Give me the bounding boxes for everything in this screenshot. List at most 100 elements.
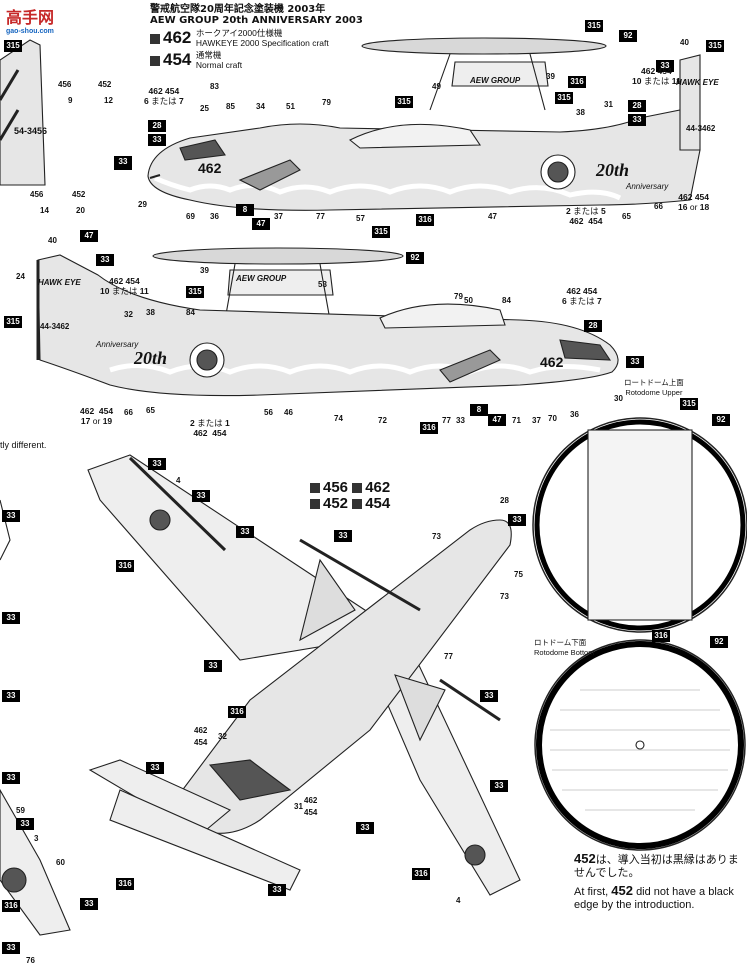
option-462: 462 xyxy=(566,286,581,296)
callout: 25 xyxy=(200,104,209,113)
callout: 4 xyxy=(456,896,461,905)
callout: 77 xyxy=(444,652,453,661)
callout: 77 xyxy=(316,212,325,221)
footnote-en-pre: At first, xyxy=(574,886,609,898)
callout-tag: 316 xyxy=(652,630,670,642)
callout-tag: 315 xyxy=(395,96,413,108)
callout-tag: 33 xyxy=(80,898,98,910)
callout: 462 xyxy=(304,796,318,805)
tail-text: HAWK EYE xyxy=(38,278,81,287)
option-10: 10 xyxy=(632,76,642,86)
callout: 30 xyxy=(614,394,623,403)
dark-square-icon xyxy=(150,56,160,66)
rotodome-text: AEW GROUP xyxy=(236,274,287,283)
option-11: 11 xyxy=(139,286,149,296)
callout-tag: 8 xyxy=(236,204,254,216)
dark-square-icon xyxy=(150,34,160,44)
callout: 36 xyxy=(570,410,579,419)
callout: 29 xyxy=(138,200,147,209)
option-462: 462 xyxy=(193,428,208,438)
footnote-number: 452 xyxy=(611,883,633,898)
cutoff-text: tly different. xyxy=(0,440,47,450)
option-11: 11 xyxy=(671,76,681,86)
tail-serial: 54-3456 xyxy=(14,126,48,136)
callout: 40 xyxy=(48,236,57,245)
callout-tag: 33 xyxy=(626,356,644,368)
rotodome-bottom-title-en: Rotodome Bottom xyxy=(534,648,595,657)
option-10: 10 xyxy=(100,286,110,296)
or-text: or xyxy=(689,202,698,212)
callout-tag: 33 xyxy=(268,884,286,896)
or-text-jp: または xyxy=(111,286,138,296)
callout: 53 xyxy=(318,280,327,289)
title-jp: 警戒航空隊20周年記念塗装機 2003年 xyxy=(150,4,326,15)
dark-square-icon xyxy=(352,499,363,509)
callout: 65 xyxy=(146,406,155,415)
callout: 38 xyxy=(146,308,155,317)
callout: 65 xyxy=(622,212,631,221)
callout: 36 xyxy=(210,212,219,221)
callout: 56 xyxy=(264,408,273,417)
callout-tag: 33 xyxy=(148,134,166,146)
callout: 462 xyxy=(194,726,208,735)
callout: 32 xyxy=(218,732,227,741)
footnote-en-post: did not have a black edge by the introdu… xyxy=(574,886,734,911)
plan-legend: 456 462 452 454 xyxy=(310,480,390,512)
callout: 3 xyxy=(34,834,39,843)
option-group: 462 454 16 or 18 xyxy=(678,192,709,212)
or-text-jp: または xyxy=(569,296,595,306)
option-454: 454 xyxy=(657,66,672,76)
callout: 66 xyxy=(124,408,133,417)
option-19: 19 xyxy=(102,416,113,426)
callout: 38 xyxy=(576,108,585,117)
option-454: 454 xyxy=(165,86,180,96)
callout-tag: 33 xyxy=(656,60,674,72)
callout-tag: 33 xyxy=(628,114,646,126)
callout: 69 xyxy=(186,212,195,221)
nose-number: 462 xyxy=(540,354,564,370)
callout-tag: 316 xyxy=(2,900,20,912)
callout-tag: 316 xyxy=(420,422,438,434)
callout: 83 xyxy=(210,82,219,91)
rotodome-top xyxy=(361,37,607,55)
option-group: 462 454 10 または 11 xyxy=(100,276,149,296)
tail-serial: 44-3462 xyxy=(40,322,70,331)
callout: 57 xyxy=(356,214,365,223)
callout: 71 xyxy=(512,416,521,425)
callout-tag: 92 xyxy=(712,414,730,426)
option-6: 6 xyxy=(562,296,567,306)
dark-square-icon xyxy=(352,483,363,493)
callout-tag: 33 xyxy=(480,690,498,702)
callout-tag: 92 xyxy=(619,30,637,42)
or-text: or xyxy=(92,416,101,426)
callout: 4 xyxy=(176,476,181,485)
option-462: 462 xyxy=(148,86,163,96)
or-text-jp: または xyxy=(151,96,177,106)
rotodome-bottom-title: ロトドーム下面 Rotodome Bottom xyxy=(534,638,594,658)
rotodome-upper-title: ロートドーム上面 Rotodome Upper xyxy=(624,378,684,398)
option-5: 5 xyxy=(601,206,606,216)
callout: 76 xyxy=(26,956,35,965)
callout-tag: 33 xyxy=(114,156,132,168)
anniversary-script: Anniversary xyxy=(96,340,139,349)
callout-tag: 316 xyxy=(116,560,134,572)
option-24: 24 xyxy=(16,272,25,281)
option-14: 14 xyxy=(40,206,49,215)
callout: 79 xyxy=(454,292,463,301)
legend-452: 452 xyxy=(323,495,349,512)
anniversary-text: 20th xyxy=(596,160,630,180)
option-group: 462 454 6 または 7 xyxy=(562,286,602,306)
callout-tag: 33 xyxy=(490,780,508,792)
or-text-jp: または xyxy=(643,76,670,86)
callout-tag: 47 xyxy=(252,218,270,230)
variant-462: 462 ホークアイ2000仕様機 HAWKEYE 2000 Specificat… xyxy=(150,28,329,48)
nose-number: 462 xyxy=(198,160,222,176)
callout: 59 xyxy=(16,806,25,815)
legend-462: 462 xyxy=(365,479,391,496)
callout-tag: 33 xyxy=(16,818,34,830)
callout: 77 xyxy=(442,416,451,425)
title-en: AEW GROUP 20th ANNIVERSARY 2003 xyxy=(150,15,363,26)
option-6: 6 xyxy=(144,96,149,106)
rotodome-bottom-disc xyxy=(534,639,746,851)
option-2: 2 xyxy=(190,418,195,428)
